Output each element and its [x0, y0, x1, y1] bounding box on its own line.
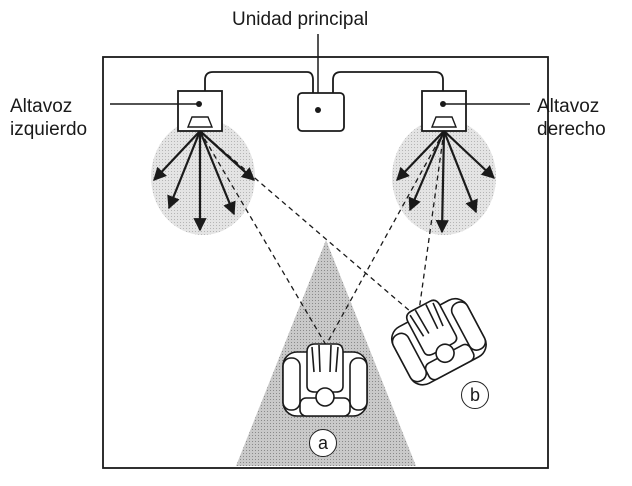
position-a-badge: a	[309, 429, 337, 457]
left-speaker-cone	[186, 116, 214, 128]
main-unit-dot	[315, 107, 321, 113]
right-speaker-cable	[332, 71, 444, 95]
main-unit-label-text: Unidad principal	[232, 9, 369, 30]
listener-a-chair	[282, 343, 368, 417]
left-speaker-label-line2: izquierdo	[10, 119, 88, 140]
main-unit-label: Unidad principal	[232, 8, 368, 31]
room-outline	[102, 56, 549, 469]
right-speaker-label-line1: Altavoz	[537, 96, 600, 117]
right-speaker-cone	[430, 116, 458, 128]
right-sound-arrows	[396, 130, 495, 234]
left-speaker-label: Altavoz izquierdo	[10, 95, 87, 141]
left-speaker-label-line1: Altavoz	[10, 96, 73, 117]
main-unit-box	[297, 92, 345, 132]
left-speaker-cable	[204, 71, 314, 95]
right-speaker-label-line2: derecho	[537, 119, 606, 140]
listener-b-chair	[390, 297, 487, 386]
position-b-badge: b	[461, 381, 489, 409]
dashed-sight-lines	[199, 130, 445, 346]
right-speaker-label: Altavoz derecho	[537, 95, 606, 141]
